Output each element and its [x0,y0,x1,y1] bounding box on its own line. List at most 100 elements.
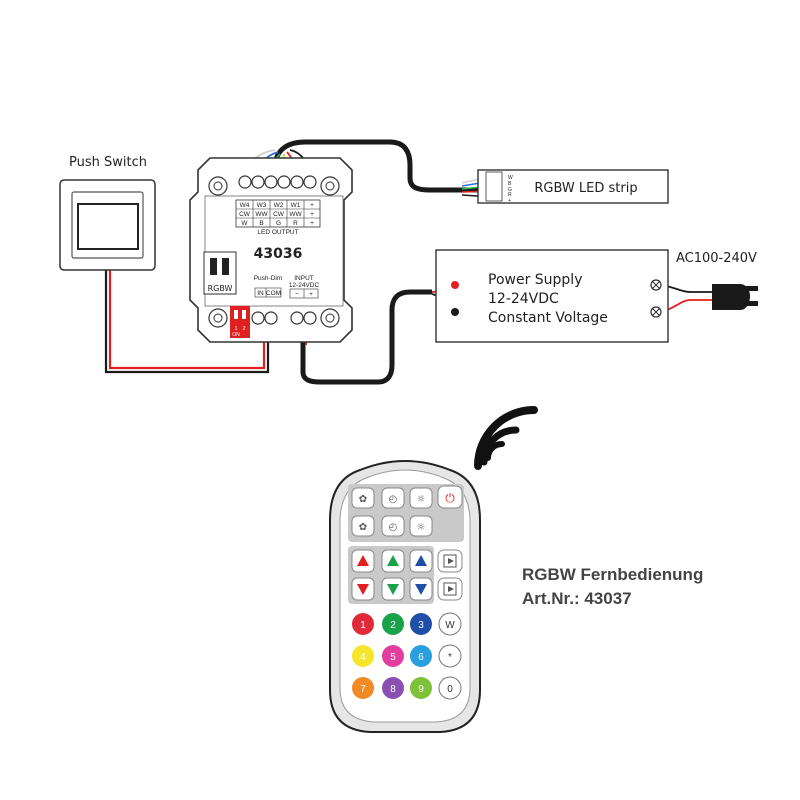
dip-on: ON [232,332,240,338]
number-button-2[interactable] [382,613,404,635]
number-button-label: 9 [418,684,424,695]
psu-line1: Power Supply [488,272,583,288]
channel-table: W4 W3 W2 W1 + CW WW CW WW + W B G R + [235,199,321,228]
number-button-label: 0 [447,684,453,695]
remote-arrow-buttons [351,549,463,601]
play-icon [443,554,457,568]
strip-pin-0: W [508,175,513,181]
push-dim-in: IN [257,290,264,297]
input-minus: − [295,291,299,298]
ch-h-3: W1 [291,202,301,209]
number-button-1[interactable] [352,613,374,635]
power-icon: ⏻ [445,491,455,505]
dip-switch[interactable] [230,306,250,338]
push-dim-com: COM [266,290,281,297]
rgb-mode-2-button[interactable] [351,515,375,537]
ch-r3-0: W [241,220,248,227]
dip-1: 1 [234,326,237,332]
number-button-label: 4 [360,652,366,663]
mode-switch[interactable] [203,251,237,295]
cable-to-led-strip [272,139,478,193]
number-button-3[interactable] [410,613,432,635]
mode-label: RGBW [208,284,233,293]
mode-icon [443,582,457,596]
number-button-9[interactable] [410,677,432,699]
number-button-label: 8 [390,684,396,695]
arrow-up-icon [415,555,427,566]
led-strip-label: RGBW LED strip [534,181,637,196]
ch-r2-1: WW [255,211,268,218]
strip-pin-3: R [508,192,512,198]
ch-r2-2: CW [273,211,285,218]
ch-r3-1: B [259,220,263,227]
output-terminals [238,175,317,189]
remote-mode-panel [348,484,464,542]
input-voltage: 12-24VDC [289,282,320,289]
ch-r2-0: CW [239,211,251,218]
dip-2: 2 [242,326,245,332]
number-button-W[interactable] [438,612,462,636]
strip-pin-4: + [508,198,511,204]
remote-caption-article: Art.Nr.: 43037 [522,589,632,608]
number-button-label: W [445,620,455,631]
sun-icon-2: ☼ [417,522,426,533]
power-button[interactable] [437,485,463,509]
power-supply [435,249,669,343]
ch-r2-3: WW [289,211,302,218]
number-button-5[interactable] [382,645,404,667]
timer-icon-2: ◴ [389,522,398,533]
ac-plug-icon [712,284,758,310]
ch-h-4: + [310,202,314,209]
rgb-icon: ✿ [359,494,367,505]
sun-icon: ☼ [417,494,426,505]
ch-h-2: W2 [274,202,284,209]
arrow-up-icon [387,555,399,566]
ac-label: AC100-240V [676,251,757,266]
number-button-label: 3 [418,620,424,631]
number-button-label: 1 [360,620,366,631]
number-button-label: 7 [360,684,366,695]
speed-down-button[interactable] [381,515,405,537]
number-button-4[interactable] [352,645,374,667]
ch-r3-4: + [310,220,314,227]
led-output-label: LED OUTPUT [257,229,298,236]
led-strip [477,169,669,204]
input-label: INPUT [294,275,314,282]
strip-pin-1: B [508,181,512,187]
number-button-*[interactable] [438,644,462,668]
arrow-down-icon [357,584,369,595]
rgb-mode-button[interactable] [351,487,375,509]
number-button-label: 5 [390,652,396,663]
switch-wire-black [104,270,270,374]
number-button-label: 2 [390,620,396,631]
ch-r2-4: + [310,211,314,218]
number-button-7[interactable] [352,677,374,699]
cable-to-power-supply [300,289,432,385]
number-button-6[interactable] [410,645,432,667]
remote-caption-title: RGBW Fernbedienung [522,565,703,584]
arrow-up-icon [357,555,369,566]
arrow-down-icon [415,584,427,595]
brightness-down-button[interactable] [409,515,433,537]
switch-wire-red [108,270,266,370]
controller-model: 43036 [254,246,303,262]
push-switch[interactable] [59,179,156,271]
number-button-8[interactable] [382,677,404,699]
strip-pin-2: G [508,187,512,193]
push-switch-label: Push Switch [69,155,147,170]
number-button-0[interactable] [438,676,462,700]
input-plus: + [309,291,313,298]
input-terminals [251,311,317,325]
speed-up-button[interactable] [381,487,405,509]
ch-h-0: W4 [240,202,250,209]
psu-line3: Constant Voltage [488,310,608,326]
ch-h-1: W3 [257,202,267,209]
number-button-label: 6 [418,652,424,663]
remote-mode-buttons: ✿ ◴ ☼ ⏻ ✿ ◴ ☼ [351,485,463,537]
wireless-signal-icon [474,406,538,470]
psu-line2: 12-24VDC [488,291,559,307]
brightness-up-button[interactable] [409,487,433,509]
ch-r3-2: G [276,220,281,227]
